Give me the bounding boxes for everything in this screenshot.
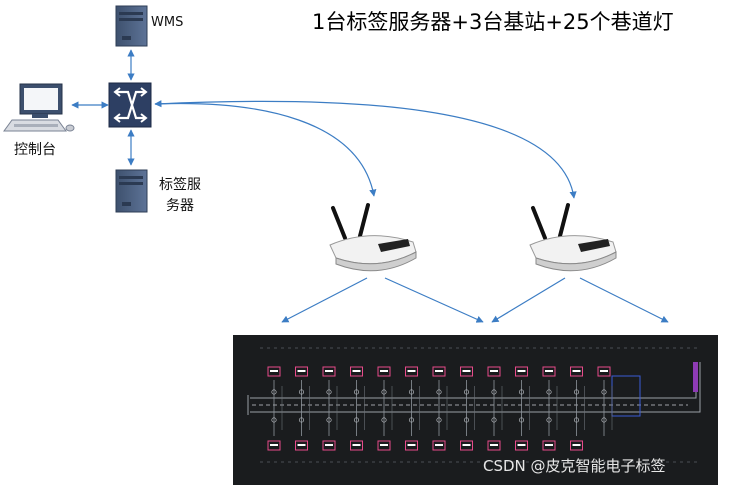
aisle-lamp-bottom	[542, 440, 556, 451]
tag-server-label-line2: 务器	[166, 198, 194, 214]
floorplan-details	[267, 366, 613, 451]
aisle-lamp-top	[597, 366, 611, 377]
workstation-icon	[3, 83, 75, 132]
aisle-lamp-bottom	[350, 440, 363, 451]
warehouse-floorplan-image	[233, 335, 718, 485]
aisle-lamp-top	[432, 366, 446, 377]
aisle-lamp-top	[542, 366, 556, 377]
aisle-lamp-bottom	[322, 440, 336, 451]
aisle-lamp-bottom	[487, 440, 501, 451]
tag-server-label-line1: 标签服	[159, 177, 201, 193]
switch-icon	[108, 82, 152, 128]
aisle-lamp-bottom	[295, 440, 308, 451]
aisle-lamp-top	[295, 366, 308, 377]
aisle-lamp-top	[515, 366, 528, 377]
aisle-lamp-bottom	[267, 440, 281, 451]
console-label: 控制台	[14, 142, 56, 158]
aisle-lamp-top	[377, 366, 391, 377]
link-switch-router-left	[154, 100, 377, 197]
tag-server-icon	[115, 169, 148, 213]
wireless-router-left-icon	[329, 203, 417, 272]
aisle-lamp-bottom	[432, 440, 446, 451]
diagram-title: 1台标签服务器+3台基站+25个巷道灯	[312, 10, 674, 34]
aisle-lamp-bottom	[377, 440, 391, 451]
watermark: CSDN @皮克智能电子标签	[483, 457, 666, 475]
aisle-lamp-top	[570, 366, 583, 377]
connectors	[71, 49, 669, 323]
aisle-lamp-top	[322, 366, 336, 377]
aisle-lamp-top	[460, 366, 473, 377]
link-router-right-floor-a	[491, 277, 566, 323]
aisle-lamp-top	[350, 366, 363, 377]
aisle-lamp-bottom	[405, 440, 418, 451]
aisle-lamp-bottom	[570, 440, 583, 451]
tag-server-label: 标签服 务器	[150, 175, 210, 217]
aisle-lamp-top	[405, 366, 418, 377]
wms-server-icon	[115, 5, 148, 47]
aisle-lamp-top	[267, 366, 281, 377]
link-router-left-floor-b	[384, 277, 484, 323]
aisle-lamp-bottom	[460, 440, 473, 451]
aisle-lamp-bottom	[515, 440, 528, 451]
aisle-lamp-top	[487, 366, 501, 377]
wms-label: WMS	[151, 15, 184, 30]
link-router-right-floor-b	[579, 277, 669, 323]
wireless-router-right-icon	[529, 203, 617, 272]
link-router-left-floor-a	[281, 277, 368, 323]
link-switch-router-right	[154, 100, 577, 199]
